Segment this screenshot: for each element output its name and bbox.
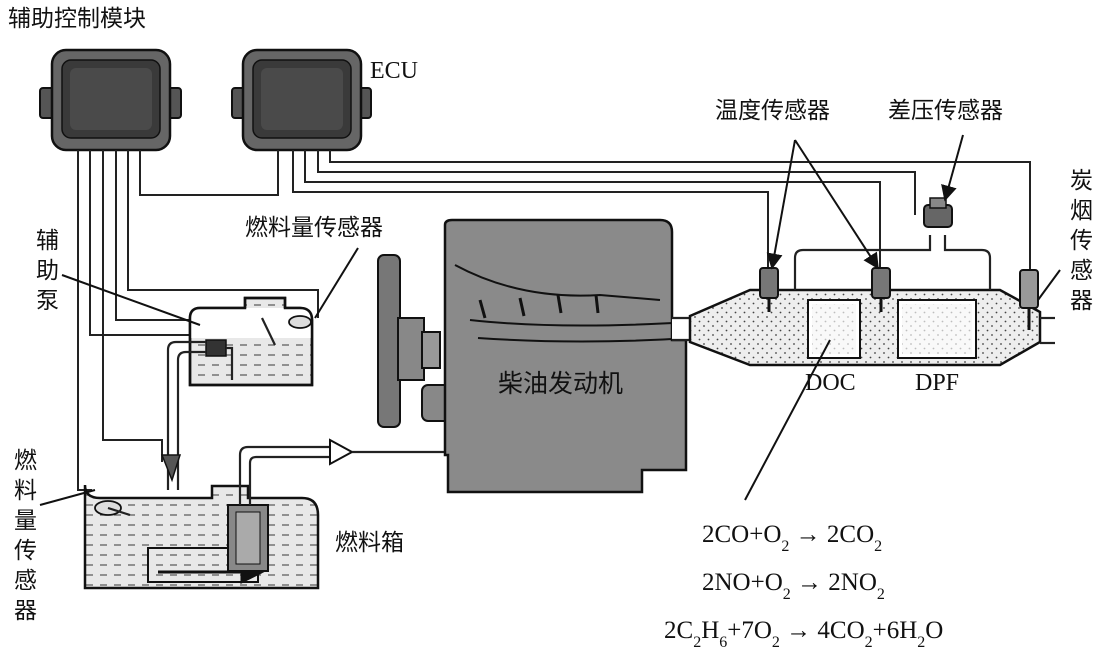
- ecu-wires: [292, 150, 1031, 270]
- label-diff-pressure-sensor: 差压传感器: [888, 98, 1003, 124]
- temp-sensor-1: [759, 267, 779, 312]
- label-fuel-tank: 燃料箱: [335, 530, 404, 556]
- leader-lines: [39, 134, 1061, 506]
- label-doc: DOC: [805, 370, 856, 396]
- label-soot-sensor: 炭烟传感器: [1070, 168, 1093, 314]
- aftertreatment-housing: [688, 288, 1055, 367]
- label-fuel-level-sensor-left: 燃料量传感器: [14, 448, 37, 624]
- label-temp-sensor: 温度传感器: [715, 98, 830, 124]
- label-aux-control-module: 辅助控制模块: [8, 6, 146, 32]
- fuel-tank: [83, 484, 320, 590]
- doc-catalyst: [807, 299, 861, 359]
- soot-sensor: [1019, 269, 1039, 330]
- label-dpf: DPF: [915, 370, 959, 396]
- temp-sensor-2: [871, 267, 891, 312]
- aux-module-wires: [77, 150, 319, 491]
- label-aux-pump: 辅助泵: [36, 228, 59, 314]
- fuel-lines: [160, 340, 445, 505]
- aux-control-module: [39, 48, 182, 152]
- diff-pressure-lines: [793, 197, 992, 290]
- ecu-module: [231, 48, 372, 152]
- engine-flywheel: [377, 254, 451, 428]
- aux-pump-reservoir: [188, 296, 314, 387]
- dpf-filter: [897, 299, 977, 359]
- equation-co: 2CO+O2 → 2CO2: [702, 521, 882, 555]
- diesel-engine: [443, 218, 691, 494]
- label-ecu: ECU: [370, 58, 418, 84]
- equation-hydrocarbon: 2C2H6+7O2 → 4CO2+6H2O: [664, 617, 943, 651]
- label-fuel-level-sensor-top: 燃料量传感器: [245, 215, 383, 241]
- equation-no: 2NO+O2 → 2NO2: [702, 569, 885, 603]
- label-diesel-engine: 柴油发动机: [498, 369, 623, 398]
- reaction-equations: 2CO+O2 → 2CO2 2NO+O2 → 2NO2 2C2H6+7O2 → …: [664, 521, 943, 651]
